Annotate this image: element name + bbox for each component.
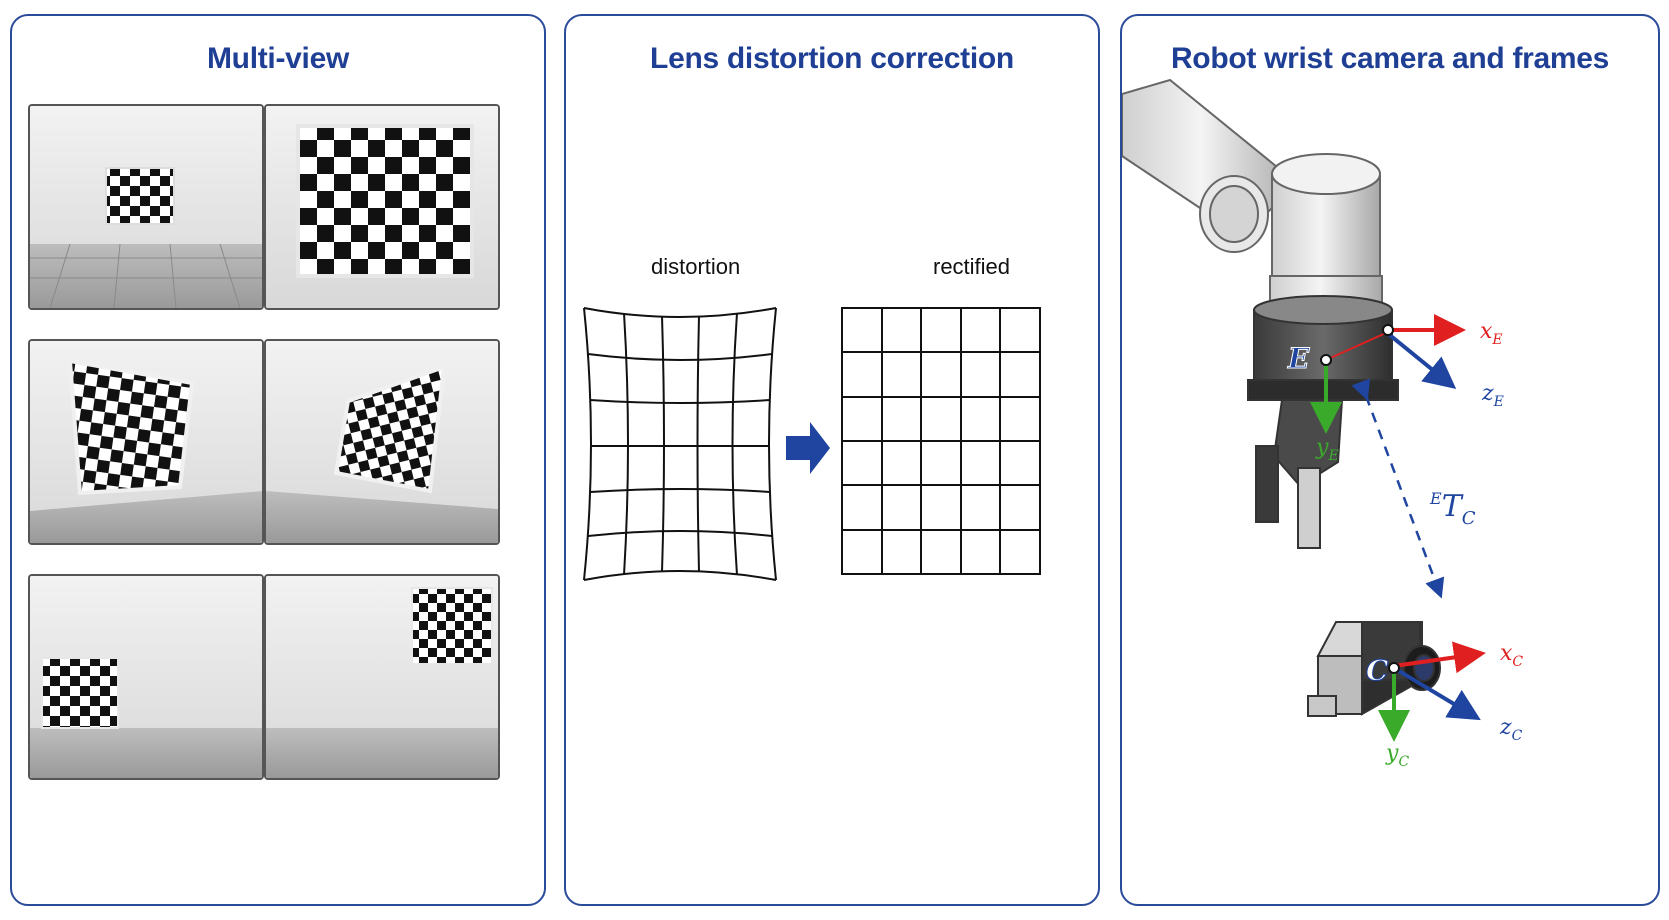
calibration-view-2 [264,104,500,310]
x-e-label: xE [1480,319,1503,348]
robot-title: Robot wrist camera and frames [1170,42,1610,75]
distortion-label: distortion [651,254,741,279]
robot-panel: Robot wrist camera and frames [1120,14,1660,906]
rectified-grid [841,307,1041,575]
transform-arrow [1351,378,1445,599]
lens-panel: Lens distortion correction distortion re… [564,14,1100,906]
view-3-image [30,341,262,543]
x-c-label: xC [1500,641,1523,670]
y-e-label: yE [1315,435,1339,464]
view-4-image [266,341,498,543]
gripper [1255,399,1344,549]
z-e-label: zE [1481,381,1504,410]
lens-title: Lens distortion correction [650,42,1014,75]
frame-e-origin [1320,354,1332,366]
frame-e-label: E [1287,342,1310,375]
wrist-flange [1247,295,1399,401]
view-1-image [30,106,262,308]
calibration-view-5 [28,574,264,780]
calibration-view-4 [264,339,500,545]
view-5-image [30,576,262,778]
view-2-image [266,106,498,308]
multiview-title: Multi-view [206,42,349,75]
distorted-grid [583,307,777,581]
frame-c-label: C [1366,654,1389,687]
robot-diagram: E xE zE yE ETC C xC zC yC [1122,78,1523,770]
y-c-label: yC [1385,741,1409,770]
z-c-axis [1392,666,1481,721]
right-arrow-icon [786,422,830,474]
multiview-panel: Multi-view [10,14,546,906]
rectified-label: rectified [933,254,1011,279]
z-e-axis [1384,330,1457,390]
lens-diagram [583,307,1041,581]
transform-label: ETC [1429,489,1476,529]
x-c-axis [1393,641,1486,674]
frame-c-origin [1388,662,1400,674]
calibration-view-3 [28,339,264,545]
calibration-view-6 [264,574,500,780]
calibration-view-1 [28,104,264,310]
view-6-image [266,576,498,778]
robot-arm [1122,78,1383,313]
z-c-label: zC [1499,715,1523,744]
